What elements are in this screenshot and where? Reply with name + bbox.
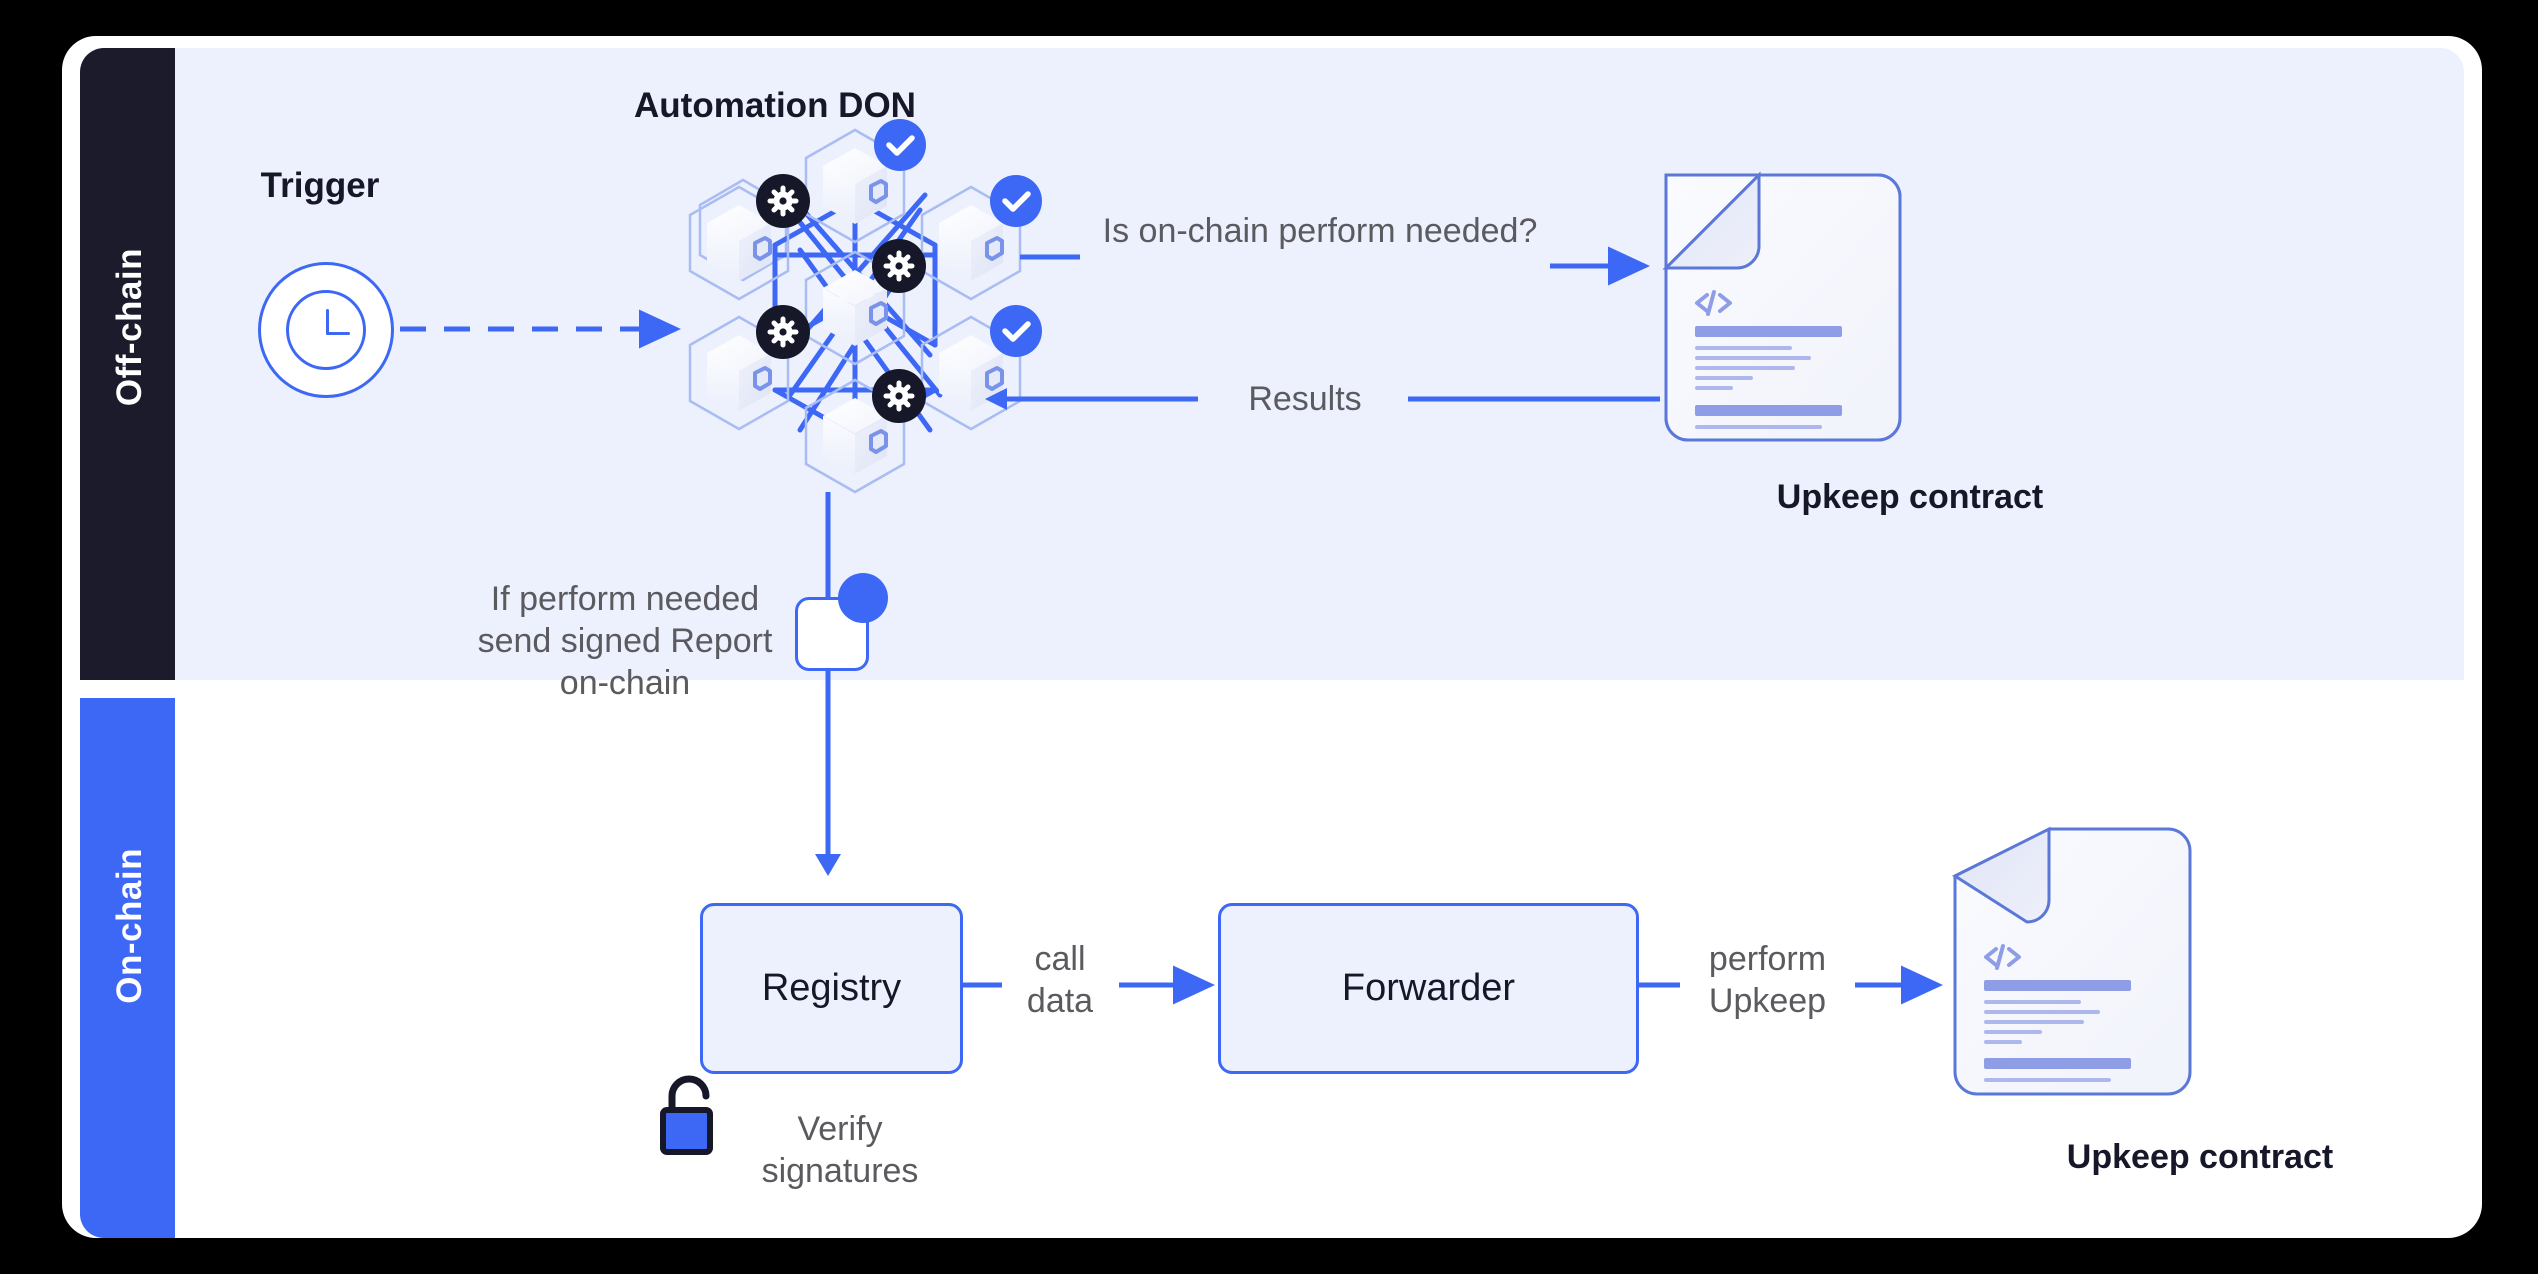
offchain-rail: Off-chain [80,48,175,680]
clock-icon [258,262,394,398]
onchain-rail: On-chain [80,698,175,1238]
automation-don-title: Automation DON [634,86,916,125]
signed-report-lock-badge [838,573,888,623]
upkeep-contract-label-onchain: Upkeep contract [2066,1138,2334,1176]
clock-inner-ring [286,290,366,370]
clock-minute-hand [326,332,350,335]
upkeep-contract-label-offchain: Upkeep contract [1776,478,2044,516]
query-label: Is on-chain perform needed? [1102,212,1538,250]
forwarder-box[interactable]: Forwarder [1218,903,1639,1074]
verify-signatures-label: Verify signatures [761,1110,919,1190]
call-data-label: call data [1026,940,1094,1020]
clock-hour-hand [326,309,329,335]
onchain-rail-label: On-chain [110,848,149,1004]
registry-label: Registry [761,967,902,1009]
registry-box[interactable]: Registry [700,903,963,1074]
perform-upkeep-label: perform Upkeep [1708,940,1827,1020]
trigger-title: Trigger [260,166,380,205]
offchain-section [80,48,2464,680]
signed-report-note: If perform needed send signed Report on-… [477,580,773,702]
offchain-rail-label: Off-chain [110,248,149,407]
forwarder-label: Forwarder [1341,967,1516,1009]
results-label: Results [1248,380,1362,418]
